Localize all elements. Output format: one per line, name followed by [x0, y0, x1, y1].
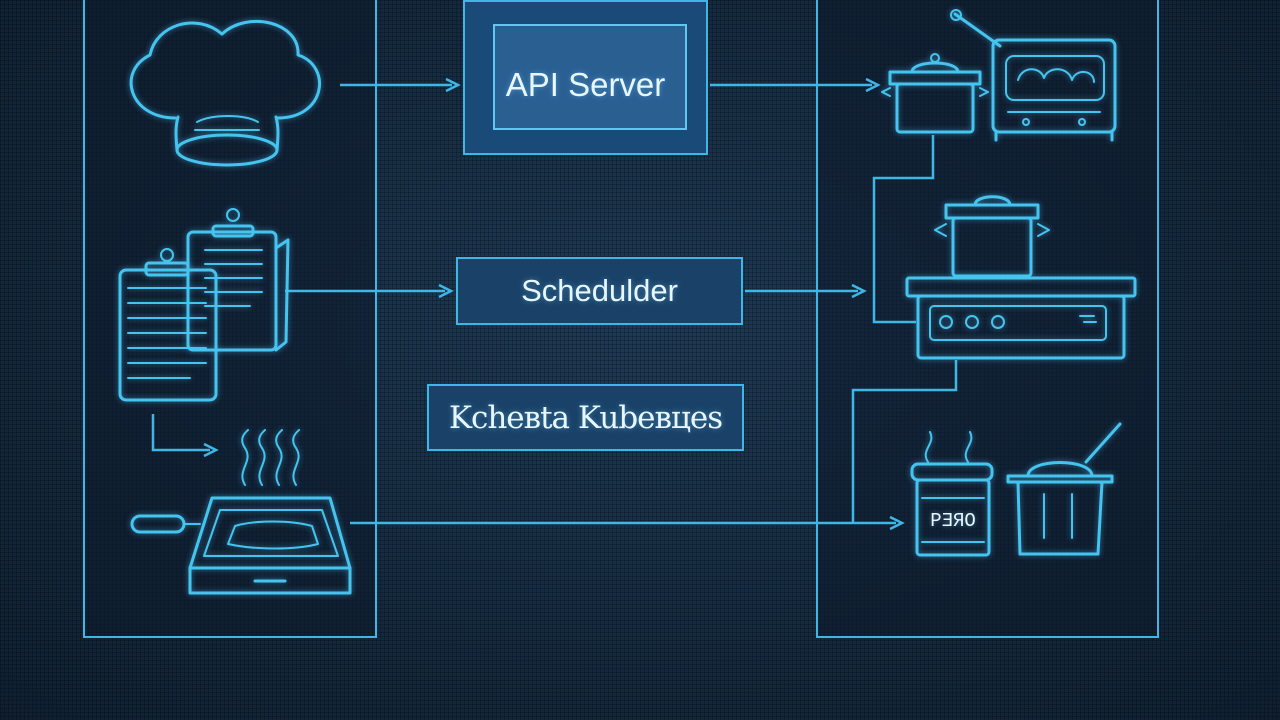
cooking-pot-icon	[881, 53, 989, 134]
toaster-oven-icon	[950, 9, 1117, 142]
jar-label: PƎЯO	[930, 510, 976, 532]
connector-right-lane-route	[851, 135, 958, 523]
clipboard-front-icon	[118, 248, 218, 402]
scheduler-label: Schedulder	[521, 273, 678, 308]
steam-icon	[241, 429, 300, 486]
api-server-inner-frame	[493, 24, 687, 130]
connector-clipboards-to-pan	[151, 414, 219, 458]
api-server-label: API Server	[505, 66, 666, 103]
connector-chef-to-api	[340, 77, 461, 93]
kubernetes-label: Kcheвta Kubeвцеs	[448, 399, 723, 436]
connector-pan-to-jar	[350, 515, 905, 531]
stockpot-icon	[934, 195, 1050, 278]
kubernetes-node: Kcheвta Kubeвцеs	[427, 384, 744, 451]
stock-bin-icon	[1006, 422, 1122, 556]
connector-scheduler-to-stove	[745, 283, 867, 299]
scheduler-node: Schedulder	[456, 257, 743, 325]
frying-pan-icon	[130, 496, 352, 595]
stove-icon	[905, 276, 1137, 360]
connector-clipboards-to-scheduler	[285, 283, 454, 299]
api-server-node: API Server	[463, 0, 708, 155]
jar-icon	[910, 431, 994, 557]
connector-api-to-pot	[710, 77, 881, 93]
chef-hat-icon	[129, 19, 322, 167]
